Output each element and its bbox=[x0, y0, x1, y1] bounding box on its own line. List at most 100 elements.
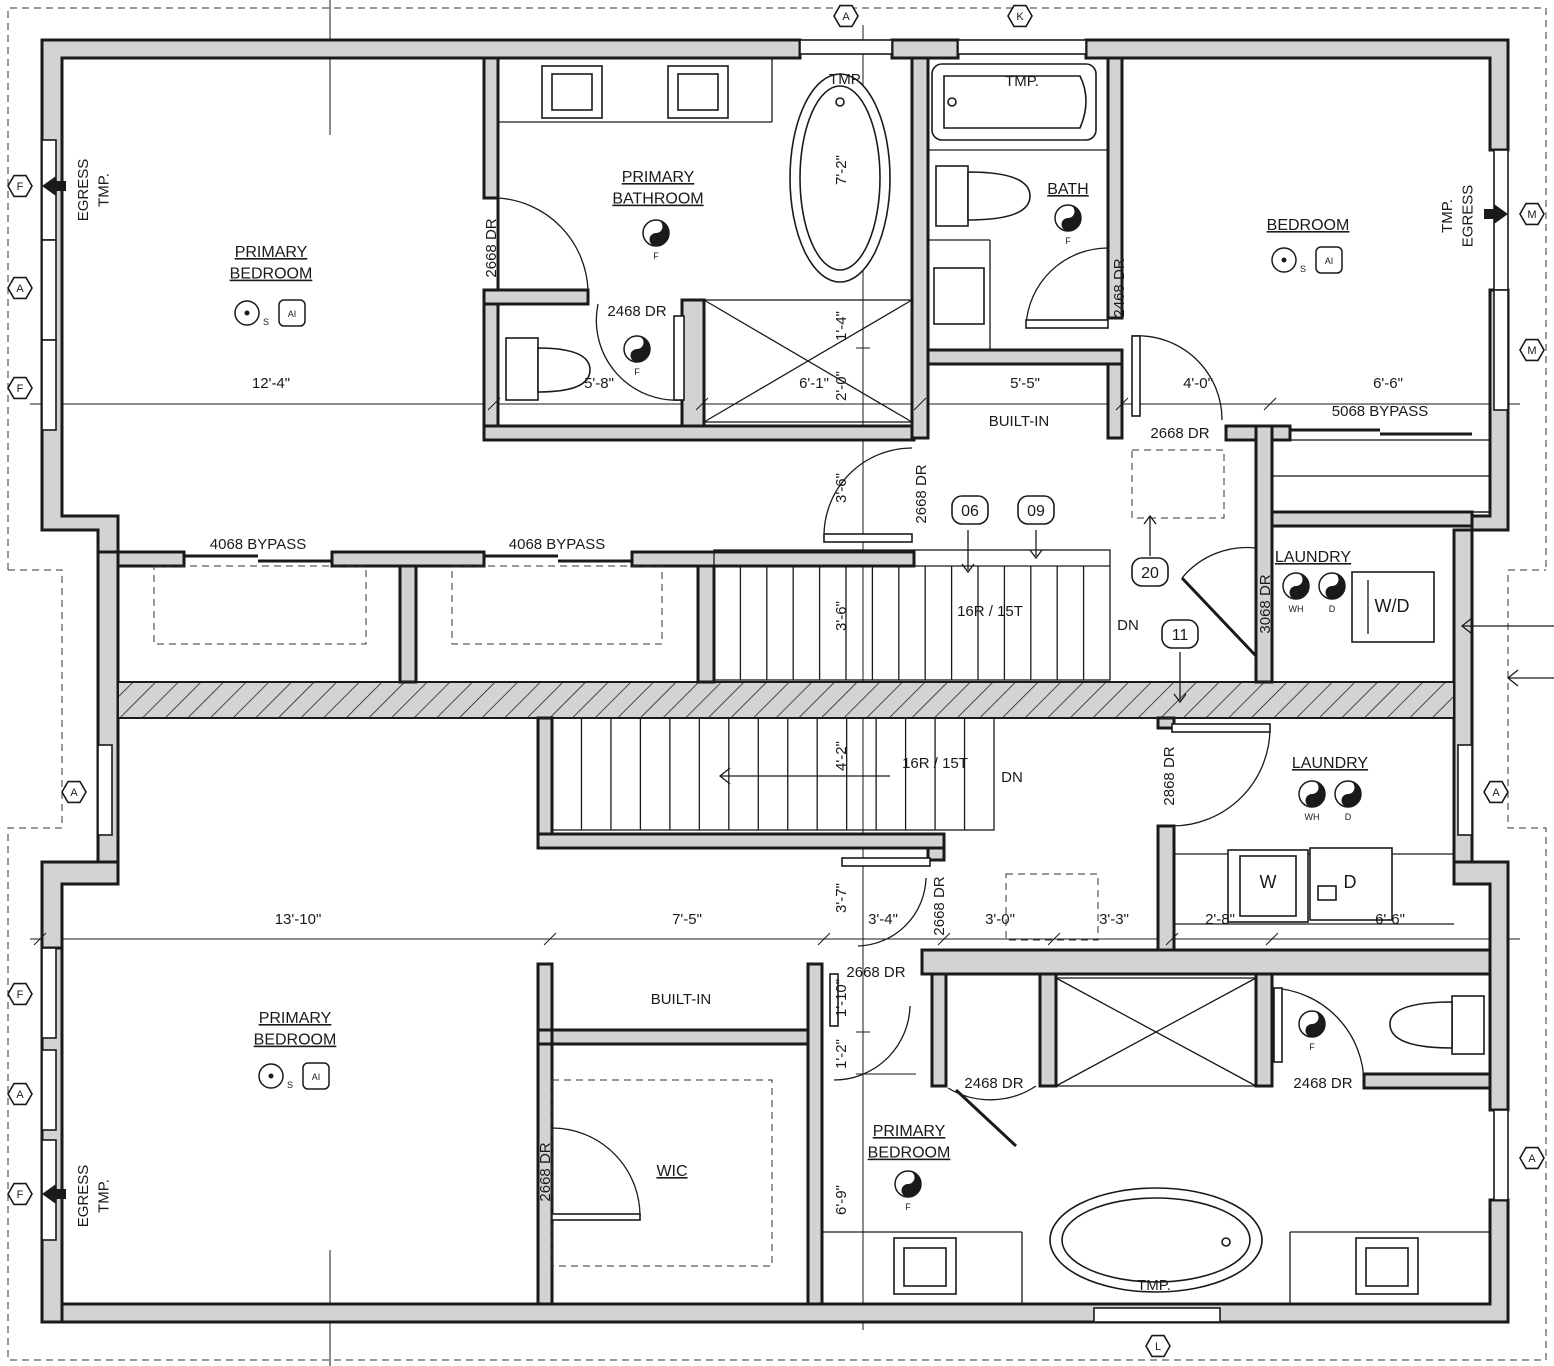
dim-4-2: 4'-2" bbox=[833, 741, 850, 771]
dim-3-7: 3'-7" bbox=[833, 883, 850, 913]
grid-marker-hexagon bbox=[61, 780, 87, 804]
fan-label: WH bbox=[1289, 604, 1304, 614]
dim-6-9: 6'-9" bbox=[833, 1185, 850, 1215]
label-line: PRIMARY bbox=[622, 169, 695, 186]
fan-label: D bbox=[1329, 604, 1336, 614]
fan-icon-fill bbox=[1289, 573, 1309, 599]
lower-washer-dryer bbox=[1174, 847, 1454, 925]
dashed-outlines bbox=[153, 439, 1491, 1267]
grid-marker-hexagon bbox=[7, 276, 33, 300]
grid-marker-label: L bbox=[1155, 1341, 1161, 1353]
smoke-detector-label: S bbox=[1300, 264, 1306, 274]
tag-label: 20 bbox=[1141, 565, 1159, 582]
stair-upper-label: 16R / 15T bbox=[957, 603, 1023, 620]
grid-marker-hexagon bbox=[1007, 4, 1033, 28]
grid-marker-hexagon bbox=[1483, 780, 1509, 804]
tmp-lower-tub: TMP. bbox=[1137, 1277, 1171, 1294]
bath-sink bbox=[928, 239, 991, 350]
label-line: TMP. bbox=[1439, 199, 1456, 233]
tag-label: 11 bbox=[1172, 627, 1189, 644]
label-line: EGRESS bbox=[75, 159, 92, 222]
tag-box bbox=[1131, 557, 1169, 587]
bath-tub bbox=[928, 63, 1108, 151]
door-2468-d: 2468 DR bbox=[1293, 1075, 1352, 1092]
grid-marker-hexagon bbox=[7, 1182, 33, 1206]
door-2868: 2868 DR bbox=[1161, 746, 1178, 805]
ai-label: AI bbox=[1325, 256, 1334, 266]
upper-wd-combo bbox=[1351, 571, 1435, 643]
fan-icon-fill bbox=[1305, 1011, 1325, 1037]
label-line: PRIMARY bbox=[873, 1123, 946, 1140]
dim-2-0: 2'-0" bbox=[833, 371, 850, 401]
door-2668-b: 2668 DR bbox=[1150, 425, 1209, 442]
dim-7-2: 7'-2" bbox=[833, 155, 850, 185]
grid-marker-hexagon bbox=[1145, 1334, 1171, 1358]
tag-label: 09 bbox=[1027, 503, 1045, 520]
dimension-ticks bbox=[33, 347, 1279, 1075]
fan-label: F bbox=[653, 251, 659, 261]
dim-1-10: 1'-10" bbox=[833, 979, 850, 1017]
door-2668-e: 2668 DR bbox=[846, 964, 905, 981]
grid-marker-label: F bbox=[17, 383, 24, 395]
grid-marker-hexagon bbox=[1519, 202, 1545, 226]
upper-freestanding-tub bbox=[789, 73, 891, 283]
smoke-detector-dot bbox=[244, 310, 250, 316]
ai-box-icon bbox=[302, 1062, 330, 1090]
ai-label: AI bbox=[312, 1072, 321, 1082]
label-line: BEDROOM bbox=[230, 266, 313, 283]
dim-5-5: 5'-5" bbox=[1010, 375, 1040, 392]
smoke-detector-label: S bbox=[287, 1080, 293, 1090]
smoke-detector-dot bbox=[1281, 257, 1287, 263]
dim-3-6-b: 3'-6" bbox=[833, 601, 850, 631]
grid-marker-hexagon bbox=[7, 982, 33, 1006]
lower-shower bbox=[1055, 977, 1257, 1087]
tag-box bbox=[1161, 619, 1199, 649]
room-bath: BATH bbox=[1047, 181, 1088, 198]
fan-icon-fill bbox=[1061, 205, 1081, 231]
upper-stair-treads bbox=[739, 566, 1085, 680]
fan-icon-fill bbox=[1341, 781, 1361, 807]
dim-6-1: 6'-1" bbox=[799, 375, 829, 392]
tag-label: 06 bbox=[961, 503, 979, 520]
grid-marker-hexagon bbox=[1519, 338, 1545, 362]
door-2668-c: 2668 DR bbox=[913, 464, 930, 523]
fan-icon-fill bbox=[649, 220, 669, 246]
label-line: TMP. bbox=[95, 173, 112, 207]
tag-box bbox=[1017, 495, 1055, 525]
bath-toilet bbox=[935, 165, 1031, 227]
label-line: BEDROOM bbox=[254, 1032, 337, 1049]
dryer-label: D bbox=[1344, 872, 1357, 892]
grid-marker-label: K bbox=[1016, 11, 1024, 23]
fan-icon-fill bbox=[901, 1171, 921, 1197]
grid-marker-label: A bbox=[1528, 1153, 1536, 1165]
door-2468-a: 2468 DR bbox=[607, 303, 666, 320]
grid-marker-hexagon bbox=[7, 376, 33, 400]
ai-box-icon bbox=[278, 299, 306, 327]
built-in-lower: BUILT-IN bbox=[651, 991, 712, 1008]
fan-label: F bbox=[905, 1202, 911, 1212]
built-in-upper: BUILT-IN bbox=[989, 413, 1050, 430]
dim-12-4: 12'-4" bbox=[252, 375, 290, 392]
door-swings bbox=[184, 197, 1472, 1221]
door-2468-b: 2468 DR bbox=[1111, 258, 1128, 317]
door-3068: 3068 DR bbox=[1257, 574, 1274, 633]
bypass-5068: 5068 BYPASS bbox=[1332, 403, 1428, 420]
grid-marker-hexagon bbox=[1519, 1146, 1545, 1170]
dim-3-6-a: 3'-6" bbox=[833, 473, 850, 503]
bypass-4068-b: 4068 BYPASS bbox=[509, 536, 605, 553]
dim-6-6-upper: 6'-6" bbox=[1373, 375, 1403, 392]
grid-marker-label: F bbox=[17, 989, 24, 1001]
label-line: EGRESS bbox=[75, 1165, 92, 1228]
dim-3-3: 3'-3" bbox=[1099, 911, 1129, 928]
door-2668-a: 2668 DR bbox=[483, 218, 500, 277]
ai-box-icon bbox=[1315, 246, 1343, 274]
grid-marker-hexagon bbox=[833, 4, 859, 28]
